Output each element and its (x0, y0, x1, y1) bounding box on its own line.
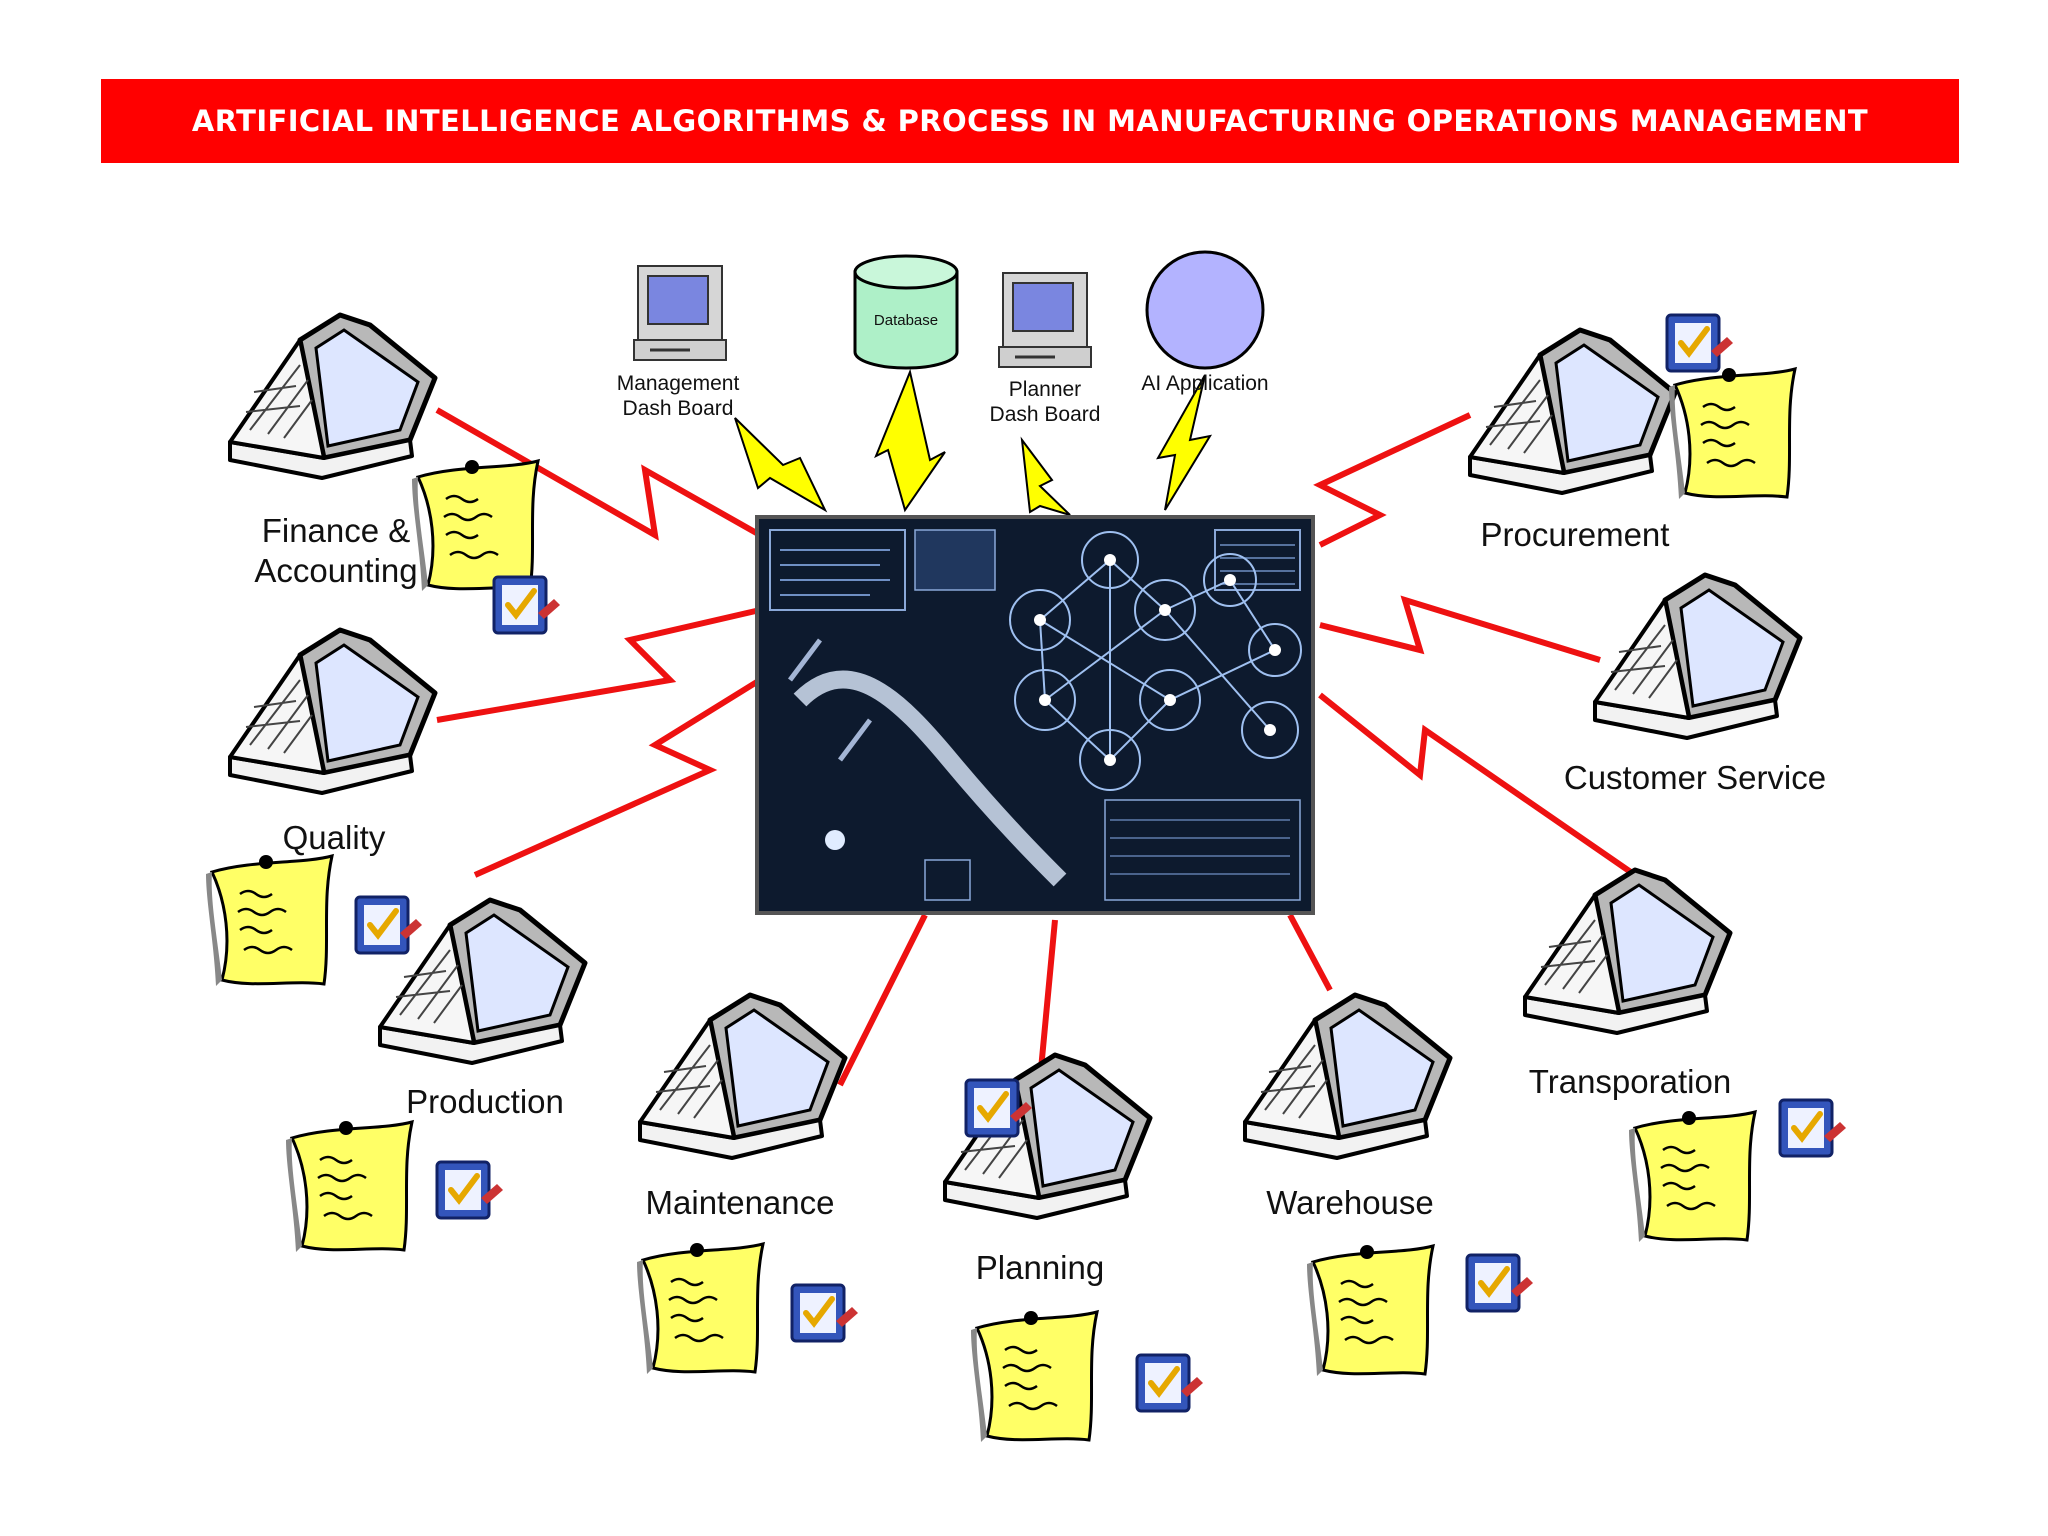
planner-dashboard-label: Planner Dash Board (945, 377, 1145, 427)
laptop-icon (230, 315, 435, 478)
ai-blueprint-screen-icon (755, 515, 1315, 915)
database-label: Database (873, 312, 939, 329)
checklist-icon (1780, 1100, 1846, 1156)
checklist-icon (1467, 1255, 1533, 1311)
warehouse-label: Warehouse (1266, 1184, 1434, 1221)
lightning-bolt-icon (1020, 436, 1071, 516)
laptop-icon (1470, 330, 1675, 493)
transportation-label: Transporation (1528, 1063, 1732, 1100)
label-line: Finance & (261, 512, 411, 549)
procurement-label: Procurement (1480, 516, 1670, 553)
laptop-icon (1525, 870, 1730, 1033)
laptop-icon (1245, 995, 1450, 1158)
title-banner: ARTIFICIAL INTELLIGENCE ALGORITHMS & PRO… (101, 79, 1959, 163)
checklist-icon (356, 897, 422, 953)
lightning-bolt-icon (1156, 374, 1213, 511)
link-quality (436, 607, 761, 723)
desktop-computer-icon (632, 264, 728, 362)
production-label: Production (406, 1083, 564, 1120)
link-procurement (1313, 412, 1472, 548)
link-maintenance (837, 913, 928, 1087)
planning-label: Planning (975, 1249, 1105, 1286)
link-planning (1037, 919, 1058, 1081)
laptop-icon (1595, 575, 1800, 738)
link-finance (435, 407, 762, 541)
sticky-note-icon (635, 1241, 765, 1376)
checklist-icon (437, 1162, 503, 1218)
label-line: Planner (1008, 378, 1082, 401)
checklist-icon (1137, 1355, 1203, 1411)
link-warehouse (1287, 913, 1333, 992)
label-line: Dash Board (622, 397, 734, 421)
sticky-note-icon (1305, 1243, 1435, 1378)
label-line: Management (616, 372, 740, 395)
label-line: Accounting (254, 551, 418, 589)
sticky-note-icon (969, 1309, 1099, 1444)
sticky-note-icon (1627, 1109, 1757, 1244)
label-line: Dash Board (989, 403, 1101, 427)
desktop-computer-icon (997, 271, 1093, 369)
maintenance-label: Maintenance (645, 1184, 835, 1221)
ai-application-label: AI Application (1141, 372, 1269, 395)
finance-accounting-label: Finance & Accounting (216, 511, 456, 590)
lightning-bolt-icon (734, 417, 828, 513)
checklist-icon (792, 1285, 858, 1341)
sticky-note-icon (1667, 366, 1797, 501)
sticky-note-icon (204, 853, 334, 988)
management-dashboard-label: Management Dash Board (578, 371, 778, 421)
checklist-icon (1667, 315, 1733, 371)
laptop-icon (230, 630, 435, 793)
laptop-icon (640, 995, 845, 1158)
link-transportation (1318, 692, 1637, 878)
page-title: ARTIFICIAL INTELLIGENCE ALGORITHMS & PRO… (191, 104, 1869, 138)
customer-service-label: Customer Service (1563, 759, 1827, 796)
checklist-icon (494, 577, 560, 633)
quality-label: Quality (282, 819, 386, 856)
link-customer-service (1319, 595, 1601, 663)
system-bolts (734, 368, 1213, 516)
lightning-bolt-icon (874, 368, 946, 513)
sphere-icon (1145, 250, 1265, 370)
network-links (435, 407, 1637, 1087)
sticky-note-icon (284, 1119, 414, 1254)
link-production (473, 677, 762, 878)
database-cylinder-icon (853, 254, 959, 370)
